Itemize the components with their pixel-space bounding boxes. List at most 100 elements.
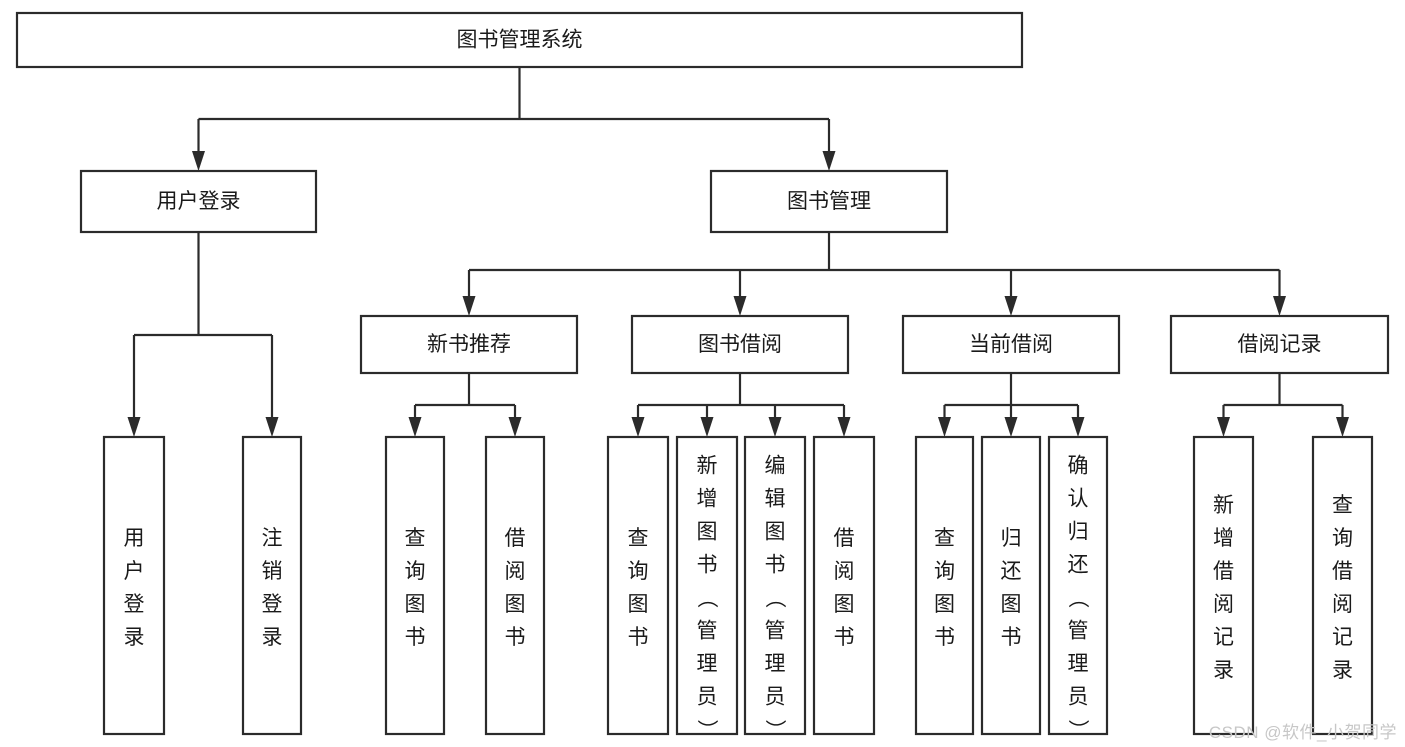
svg-text:借: 借 — [1332, 560, 1353, 583]
svg-text:书: 书 — [697, 554, 718, 577]
arrow-head-icon — [631, 417, 645, 437]
svg-text:询: 询 — [934, 560, 955, 583]
svg-text:阅: 阅 — [1213, 593, 1234, 616]
node-box[interactable] — [901, 314, 1121, 375]
svg-text:询: 询 — [628, 560, 649, 583]
arrow-head-icon — [837, 417, 851, 437]
svg-text:销: 销 — [262, 560, 283, 583]
node-box[interactable] — [79, 169, 318, 234]
svg-text:增: 增 — [1213, 527, 1234, 550]
svg-text:图: 图 — [405, 593, 426, 616]
node-box[interactable] — [484, 435, 546, 736]
svg-text:查: 查 — [1332, 494, 1353, 517]
svg-text:认: 认 — [1068, 488, 1089, 511]
node-label: 新书推荐 — [427, 333, 511, 356]
svg-text:录: 录 — [1213, 659, 1234, 682]
node-leaf_0[interactable]: 用户登录 — [102, 435, 166, 736]
svg-text:确: 确 — [1068, 455, 1089, 478]
arrow-head-icon — [1217, 417, 1230, 437]
svg-text:阅: 阅 — [834, 560, 855, 583]
arrow-head-icon — [192, 151, 205, 171]
edge-group-l2_1 — [462, 232, 1286, 316]
node-layer: 图书管理系统用户登录图书管理新书推荐图书借阅当前借阅借阅记录用户登录注销登录查询… — [15, 11, 1390, 741]
svg-text:书: 书 — [628, 626, 649, 649]
arrow-head-icon — [508, 417, 522, 437]
node-box[interactable] — [15, 11, 1024, 69]
node-root[interactable]: 图书管理系统 — [15, 11, 1024, 69]
svg-text:借: 借 — [1213, 560, 1234, 583]
svg-text:管: 管 — [1068, 620, 1089, 643]
node-box[interactable] — [1192, 435, 1255, 736]
arrow-head-icon — [1273, 296, 1286, 316]
node-box[interactable] — [1169, 314, 1390, 375]
svg-text:图: 图 — [765, 521, 786, 544]
svg-text:记: 记 — [1213, 626, 1234, 649]
svg-text:图: 图 — [834, 593, 855, 616]
node-box[interactable] — [359, 314, 579, 375]
arrow-head-icon — [733, 296, 747, 316]
svg-text:（: （ — [763, 587, 786, 608]
svg-text:用: 用 — [124, 527, 145, 550]
node-l3_3[interactable]: 借阅记录 — [1169, 314, 1390, 375]
svg-text:录: 录 — [124, 626, 145, 649]
node-l3_1[interactable]: 图书借阅 — [630, 314, 850, 375]
edge-group-l3_1 — [631, 373, 851, 437]
node-box[interactable] — [980, 435, 1042, 736]
arrow-head-icon — [822, 151, 836, 171]
node-l2_1[interactable]: 图书管理 — [709, 169, 949, 234]
svg-text:员: 员 — [1068, 686, 1089, 709]
svg-text:登: 登 — [124, 593, 145, 616]
node-l2_0[interactable]: 用户登录 — [79, 169, 318, 234]
svg-text:图: 图 — [1001, 593, 1022, 616]
edge-group-l3_2 — [938, 373, 1085, 437]
node-box[interactable] — [241, 435, 303, 736]
node-l3_0[interactable]: 新书推荐 — [359, 314, 579, 375]
node-box[interactable] — [914, 435, 975, 736]
arrow-head-icon — [1336, 417, 1349, 437]
svg-text:图: 图 — [697, 521, 718, 544]
node-box[interactable] — [743, 435, 807, 736]
svg-text:）: ） — [1066, 719, 1089, 740]
edge-group-root — [192, 67, 836, 171]
connector-layer — [127, 67, 1349, 437]
node-box[interactable] — [1047, 435, 1109, 736]
node-l3_2[interactable]: 当前借阅 — [901, 314, 1121, 375]
arrow-head-icon — [768, 417, 782, 437]
svg-text:注: 注 — [262, 527, 283, 550]
node-box[interactable] — [384, 435, 446, 736]
svg-text:新: 新 — [697, 455, 718, 478]
node-box[interactable] — [709, 169, 949, 234]
node-box[interactable] — [606, 435, 670, 736]
node-box[interactable] — [812, 435, 876, 736]
node-box[interactable] — [675, 435, 739, 736]
node-box[interactable] — [630, 314, 850, 375]
svg-text:查: 查 — [405, 527, 426, 550]
svg-text:还: 还 — [1001, 560, 1022, 583]
node-box[interactable] — [1311, 435, 1374, 736]
node-box[interactable] — [102, 435, 166, 736]
node-label: 图书借阅 — [698, 333, 782, 356]
svg-text:管: 管 — [697, 620, 718, 643]
arrow-head-icon — [127, 417, 141, 437]
node-label: 用户登录 — [157, 190, 241, 213]
svg-text:（: （ — [695, 587, 718, 608]
svg-text:询: 询 — [1332, 527, 1353, 550]
